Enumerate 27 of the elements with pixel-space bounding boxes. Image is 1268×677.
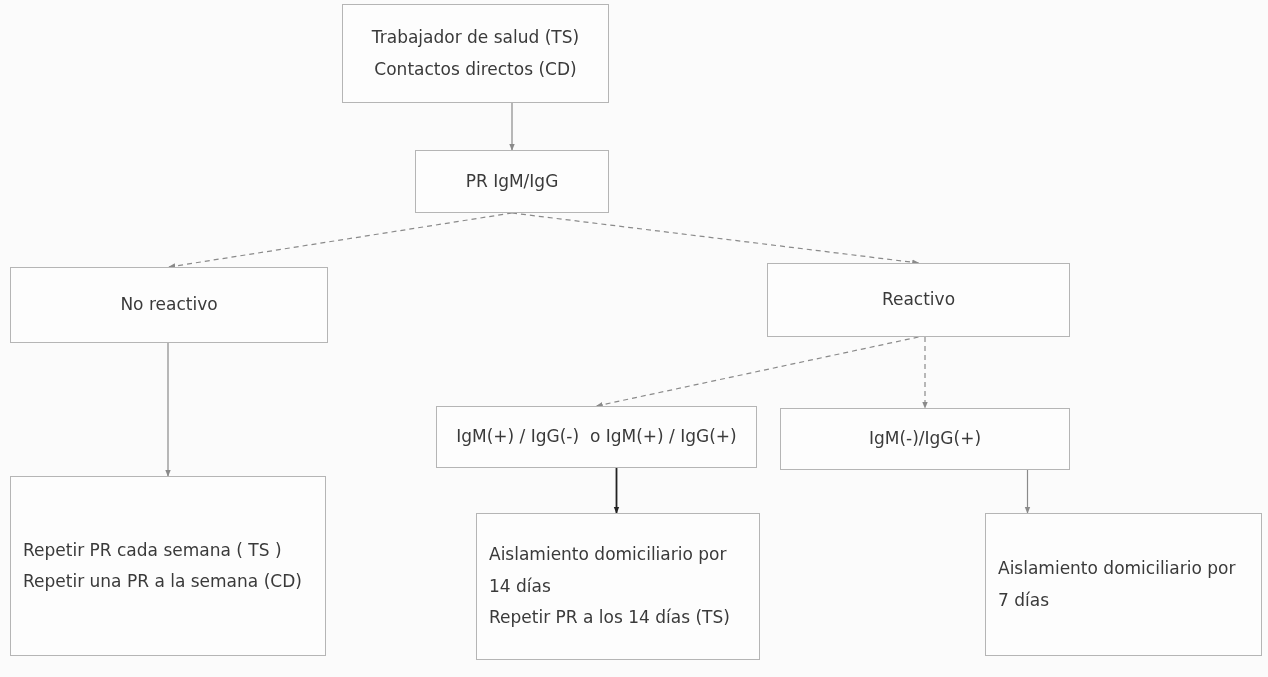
process-box	[10, 476, 326, 656]
arrow	[595, 336, 920, 408]
process-box	[780, 408, 1070, 470]
arrow	[509, 102, 515, 151]
arrow	[165, 342, 171, 477]
process-box	[436, 406, 757, 468]
box-text: Repetir una PR a la semana (CD)	[23, 570, 302, 593]
box-text: Aislamiento domiciliario por 7 días	[998, 557, 1237, 612]
arrow	[1024, 469, 1031, 514]
box-text: No reactivo	[120, 293, 218, 317]
process-box	[10, 267, 328, 343]
box-text: Reactivo	[881, 288, 956, 312]
box-text: IgM(+) / IgG(-) o IgM(+) / IgG(+)	[456, 425, 737, 449]
arrow	[613, 467, 620, 514]
box-text: Aislamiento domiciliario por 14 días	[489, 543, 728, 598]
process-box	[342, 4, 609, 103]
process-box	[767, 263, 1070, 337]
process-box	[476, 513, 760, 660]
box-text: PR IgM/IgG	[465, 169, 559, 193]
arrow	[922, 336, 928, 409]
process-box	[415, 150, 609, 213]
box-text: Repetir PR cada semana ( TS )	[23, 538, 282, 562]
process-box	[985, 513, 1262, 656]
box-text: Contactos directos (CD)	[374, 57, 577, 81]
box-text: IgM(-)/IgG(+)	[868, 427, 982, 451]
box-text: Trabajador de salud (TS)	[371, 26, 580, 50]
box-text: Repetir PR a los 14 días (TS)	[489, 606, 730, 630]
